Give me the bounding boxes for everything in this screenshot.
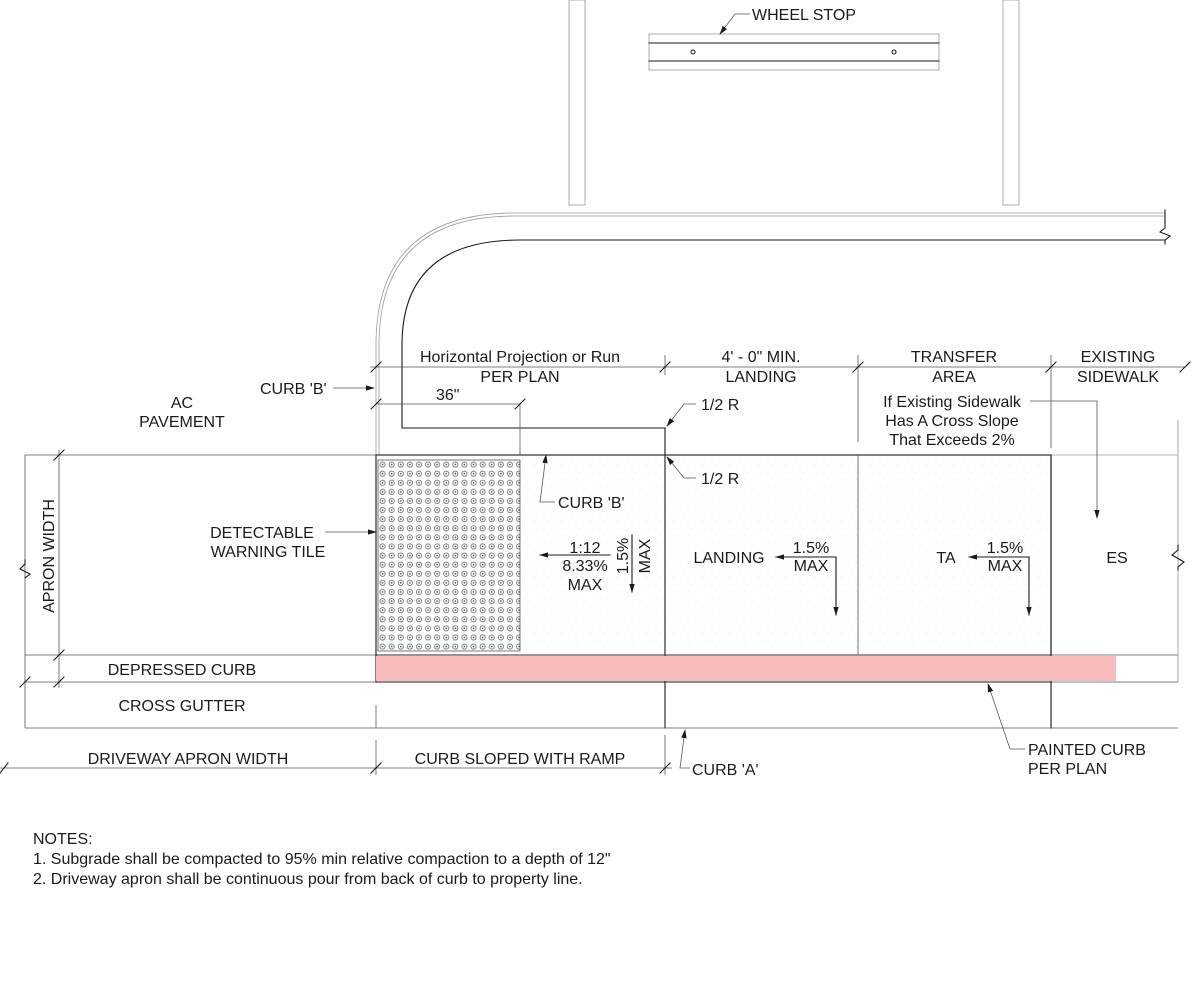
half-r-bottom-label: 1/2 R xyxy=(701,471,739,488)
note-item-1: 1. Subgrade shall be compacted to 95% mi… xyxy=(33,851,611,868)
painted-curb-label-2: PER PLAN xyxy=(1028,761,1107,778)
dimension-36-label: 36" xyxy=(436,387,459,404)
parking-stall-lines xyxy=(568,0,1020,206)
driveway-apron-width-label: DRIVEWAY APRON WIDTH xyxy=(88,751,289,768)
horizontal-projection-label-1: Horizontal Projection or Run xyxy=(420,349,620,366)
ac-pavement-label-1: AC xyxy=(171,395,193,412)
existing-sidewalk-label-1: EXISTING xyxy=(1081,349,1156,366)
top-dimension-line xyxy=(370,355,1191,448)
ta-slope-label-2: MAX xyxy=(988,558,1023,575)
ramp-cross-slope-label-2: MAX xyxy=(637,538,654,573)
ramp-cross-slope-label-1: 1.5% xyxy=(615,538,632,574)
landing-slope-label-2: MAX xyxy=(794,558,829,575)
wheel-stop xyxy=(648,13,940,71)
detectable-warning-label-1: DETECTABLE xyxy=(210,525,314,542)
ramp-slope-label-1: 1:12 xyxy=(569,540,600,557)
curb-a-label: CURB 'A' xyxy=(692,762,759,779)
notes-block: NOTES: 1. Subgrade shall be compacted to… xyxy=(33,830,833,890)
curb-sloped-with-ramp-label: CURB SLOPED WITH RAMP xyxy=(415,751,626,768)
apron-width-dimension xyxy=(19,449,65,688)
ramp-slope-label-2: 8.33% xyxy=(562,558,607,575)
dimension-36-in xyxy=(370,398,526,455)
ta-slope-label-1: 1.5% xyxy=(987,540,1023,557)
ramp-slope-label-3: MAX xyxy=(568,577,603,594)
notes-heading: NOTES: xyxy=(33,831,93,848)
note-item-2: 2. Driveway apron shall be continuous po… xyxy=(33,871,583,888)
landing-dimension-label-2: LANDING xyxy=(725,369,796,386)
ta-label: TA xyxy=(936,550,956,567)
painted-curb-label-1: PAINTED CURB xyxy=(1028,742,1146,759)
leaders xyxy=(325,385,1100,769)
curb-b-top-label: CURB 'B' xyxy=(260,381,327,398)
ac-pavement-label-2: PAVEMENT xyxy=(139,414,225,431)
bottom-dimension-line xyxy=(0,735,672,775)
transfer-area-label-1: TRANSFER xyxy=(911,349,997,366)
cross-slope-note-2: Has A Cross Slope xyxy=(885,413,1019,430)
horizontal-projection-label-2: PER PLAN xyxy=(480,369,559,386)
apron-width-label: APRON WIDTH xyxy=(41,499,58,613)
slope-arrows xyxy=(539,534,1032,616)
landing-dimension-label-1: 4' - 0" MIN. xyxy=(722,349,801,366)
transfer-area-label-2: AREA xyxy=(932,369,976,386)
es-label: ES xyxy=(1106,550,1127,567)
wheel-stop-label: WHEEL STOP xyxy=(752,7,856,24)
depressed-curb-label: DEPRESSED CURB xyxy=(108,662,256,679)
curb-b-bottom-label: CURB 'B' xyxy=(558,495,625,512)
landing-label: LANDING xyxy=(693,550,764,567)
detectable-warning-tile xyxy=(377,459,521,652)
half-r-top-label: 1/2 R xyxy=(701,397,739,414)
cross-gutter-label: CROSS GUTTER xyxy=(118,698,245,715)
curb-b-return xyxy=(375,209,1172,456)
existing-sidewalk-label-2: SIDEWALK xyxy=(1077,369,1159,386)
detectable-warning-label-2: WARNING TILE xyxy=(211,544,326,561)
painted-curb xyxy=(375,656,1116,683)
cross-slope-note-1: If Existing Sidewalk xyxy=(883,394,1022,411)
landing-slope-label-1: 1.5% xyxy=(793,540,829,557)
cross-slope-note-3: That Exceeds 2% xyxy=(889,432,1014,449)
